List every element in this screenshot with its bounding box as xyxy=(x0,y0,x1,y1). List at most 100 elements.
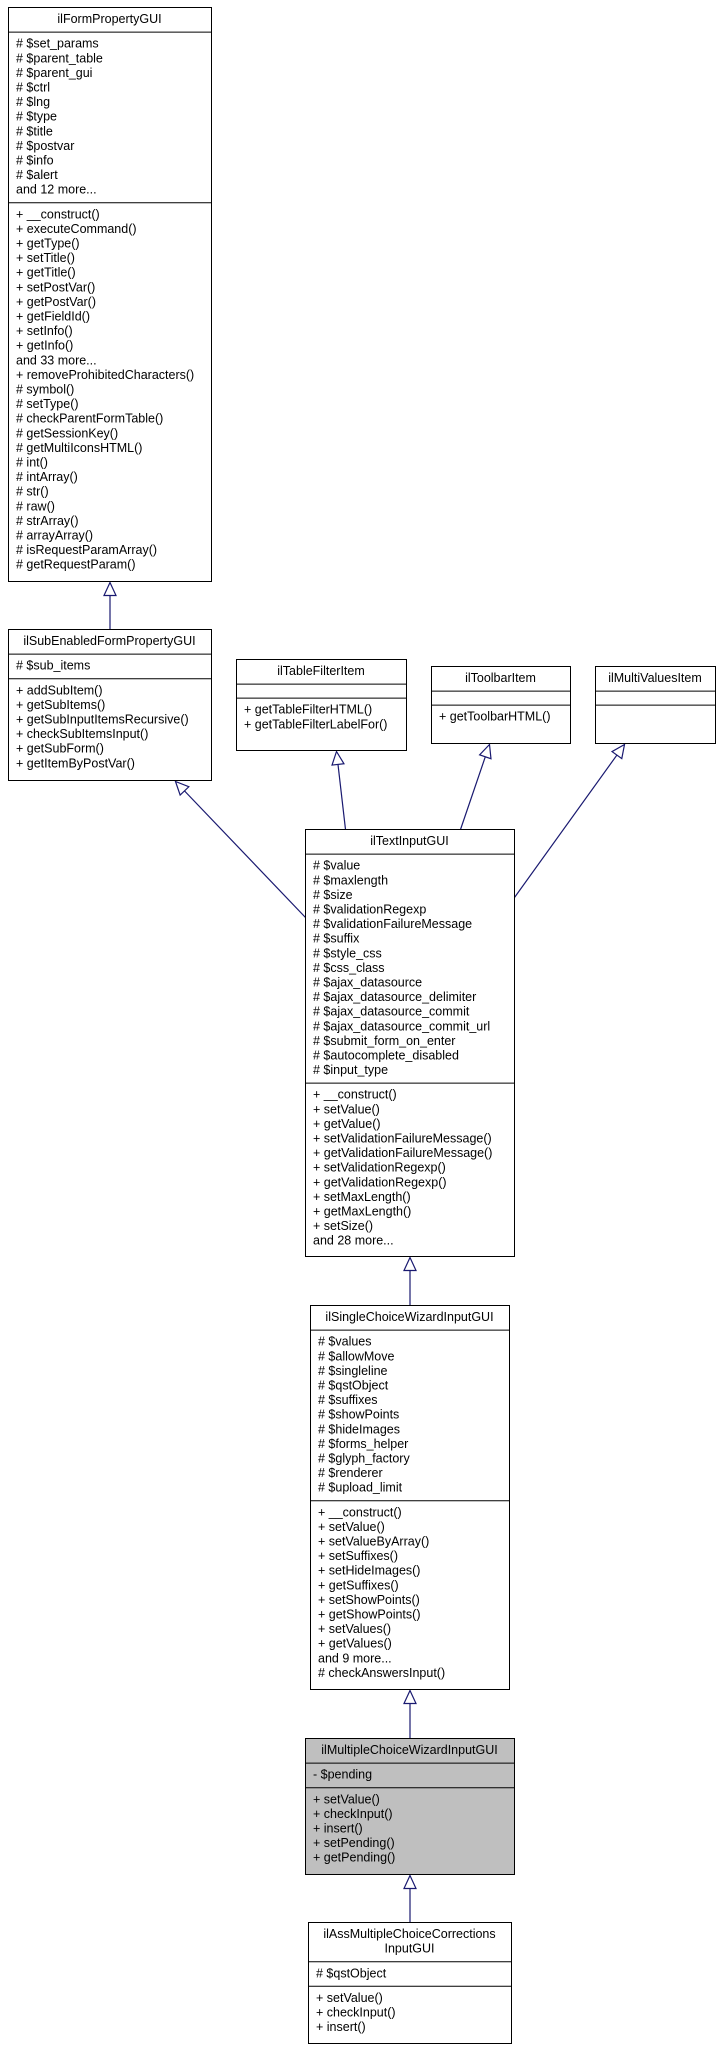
class-method: + getTableFilterLabelFor() xyxy=(244,717,387,731)
class-method: + getTitle() xyxy=(16,266,76,280)
class-method: + getValidationFailureMessage() xyxy=(313,1146,492,1160)
class-attribute: # $value xyxy=(313,859,360,873)
class-box-outline xyxy=(8,7,212,582)
class-method: # isRequestParamArray() xyxy=(16,543,157,557)
class-il-form-property-gui[interactable]: ilFormPropertyGUI # $set_params# $parent_… xyxy=(8,7,212,582)
class-title: ilSingleChoiceWizardInputGUI xyxy=(325,1310,493,1324)
class-method: + __construct() xyxy=(16,207,100,221)
class-attribute: # $set_params xyxy=(16,37,99,51)
class-attribute: # $submit_form_on_enter xyxy=(313,1034,455,1048)
class-title: ilMultipleChoiceWizardInputGUI xyxy=(321,1743,497,1757)
class-title: ilFormPropertyGUI xyxy=(57,12,161,26)
class-box-outline xyxy=(308,1922,512,2044)
class-method: + setValue() xyxy=(313,1102,380,1116)
class-attribute: # $type xyxy=(16,110,57,124)
class-box-outline xyxy=(305,1738,515,1875)
class-attribute: # $css_class xyxy=(313,961,385,975)
class-il-multi-values-item[interactable]: ilMultiValuesItem xyxy=(595,666,716,744)
class-method: + setShowPoints() xyxy=(318,1593,420,1607)
class-attribute: # $renderer xyxy=(318,1466,383,1480)
class-method: # intArray() xyxy=(16,470,78,484)
class-il-table-filter-item[interactable]: ilTableFilterItem+ getTableFilterHTML()+… xyxy=(236,659,407,751)
class-method: + setValue() xyxy=(316,1991,383,2005)
class-method: + getItemByPostVar() xyxy=(16,756,135,770)
class-attribute: # $maxlength xyxy=(313,873,388,887)
class-title: InputGUI xyxy=(384,1942,434,1956)
class-method: + insert() xyxy=(316,2020,366,2034)
hollow-triangle-arrowhead xyxy=(610,743,626,760)
class-il-toolbar-item[interactable]: ilToolbarItem + getToolbarHTML() xyxy=(431,666,571,744)
class-method: + setHideImages() xyxy=(318,1564,420,1578)
class-attribute: # $singleline xyxy=(318,1364,388,1378)
class-method: + getInfo() xyxy=(16,339,73,353)
class-attribute: # $parent_table xyxy=(16,51,103,65)
class-method: # getRequestParam() xyxy=(16,558,136,572)
hollow-triangle-arrowhead xyxy=(403,1689,417,1705)
class-boxes: ilFormPropertyGUI # $set_params# $parent_… xyxy=(8,7,716,2044)
class-method: + getSubForm() xyxy=(16,742,104,756)
class-attribute: # $input_type xyxy=(313,1063,388,1077)
class-il-sub-enabled-form-property-gui[interactable]: ilSubEnabledFormPropertyGUI# $sub_items+… xyxy=(8,629,212,781)
class-attribute: # $suffix xyxy=(313,932,360,946)
class-method: # str() xyxy=(16,485,49,499)
inheritance-arrow-il-single-choice-wizard-input-gui-to-il-text-input-gui xyxy=(403,1256,417,1306)
class-method: + getSubInputItemsRecursive() xyxy=(16,713,189,727)
class-attribute: # $ajax_datasource_delimiter xyxy=(313,990,476,1004)
edge-line xyxy=(459,756,486,830)
edge-line xyxy=(184,790,306,918)
class-attribute: # $showPoints xyxy=(318,1408,399,1422)
inheritance-edges xyxy=(103,581,626,1923)
class-il-text-input-gui[interactable]: ilTextInputGUI# $value# $maxlength# $siz… xyxy=(305,829,515,1257)
class-attribute: # $title xyxy=(16,124,53,138)
class-attribute: # $allowMove xyxy=(318,1349,394,1363)
class-method: # symbol() xyxy=(16,383,74,397)
hollow-triangle-arrowhead xyxy=(331,750,345,766)
class-method: + addSubItem() xyxy=(16,683,103,697)
class-method: + getTableFilterHTML() xyxy=(244,703,372,717)
class-method: # int() xyxy=(16,456,48,470)
class-method: + setValueByArray() xyxy=(318,1535,429,1549)
class-method: # strArray() xyxy=(16,514,79,528)
class-attribute: # $ctrl xyxy=(16,81,50,95)
hollow-triangle-arrowhead xyxy=(103,581,117,597)
class-method: + setMaxLength() xyxy=(313,1190,411,1204)
class-method: # getSessionKey() xyxy=(16,426,118,440)
class-attribute: # $suffixes xyxy=(318,1393,378,1407)
class-method: + setSuffixes() xyxy=(318,1549,398,1563)
class-method: + getValue() xyxy=(313,1117,381,1131)
class-method: + getType() xyxy=(16,237,80,251)
class-method: + getSubItems() xyxy=(16,698,105,712)
class-il-single-choice-wizard-input-gui[interactable]: ilSingleChoiceWizardInputGUI# $values# $… xyxy=(310,1305,510,1690)
class-method: + getToolbarHTML() xyxy=(439,710,551,724)
class-attribute: # $hideImages xyxy=(318,1422,400,1436)
class-method: + insert() xyxy=(313,1822,363,1836)
class-method: + setValidationRegexp() xyxy=(313,1161,446,1175)
class-attribute: # $qstObject xyxy=(318,1379,389,1393)
class-method: # getMultiIconsHTML() xyxy=(16,441,142,455)
inheritance-arrow-il-text-input-gui-to-il-multi-values-item xyxy=(514,743,626,898)
class-title: ilToolbarItem xyxy=(465,671,536,685)
class-method: + getSuffixes() xyxy=(318,1578,399,1592)
hollow-triangle-arrowhead xyxy=(403,1874,417,1890)
class-method: # checkAnswersInput() xyxy=(318,1666,445,1680)
class-method: + getFieldId() xyxy=(16,310,90,324)
class-method: # raw() xyxy=(16,499,55,513)
class-method: + getPostVar() xyxy=(16,295,96,309)
inheritance-arrow-il-ass-multiple-choice-corrections-input-gui-to-il-multiple-choice-wizard-input-gui xyxy=(403,1874,417,1923)
class-attribute: # $style_css xyxy=(313,946,382,960)
class-method: + setTitle() xyxy=(16,251,75,265)
class-il-multiple-choice-wizard-input-gui[interactable]: ilMultipleChoiceWizardInputGUI - $pending… xyxy=(305,1738,515,1875)
hollow-triangle-arrowhead xyxy=(478,743,492,760)
edge-line xyxy=(337,764,347,830)
class-attribute: # $lng xyxy=(16,95,50,109)
class-attribute: # $ajax_datasource_commit_url xyxy=(313,1019,490,1033)
class-attribute: - $pending xyxy=(313,1768,372,1782)
hollow-triangle-arrowhead xyxy=(174,780,190,797)
class-method: + checkInput() xyxy=(313,1807,393,1821)
class-attribute: # $sub_items xyxy=(16,659,90,673)
inheritance-arrow-il-sub-enabled-form-property-gui-to-il-form-property-gui xyxy=(103,581,117,630)
class-attribute: # $forms_helper xyxy=(318,1437,408,1451)
class-il-ass-multiple-choice-corrections-input-gui[interactable]: ilAssMultipleChoiceCorrectionsInputGUI# … xyxy=(308,1922,512,2044)
class-attribute: # $ajax_datasource_commit xyxy=(313,1005,470,1019)
